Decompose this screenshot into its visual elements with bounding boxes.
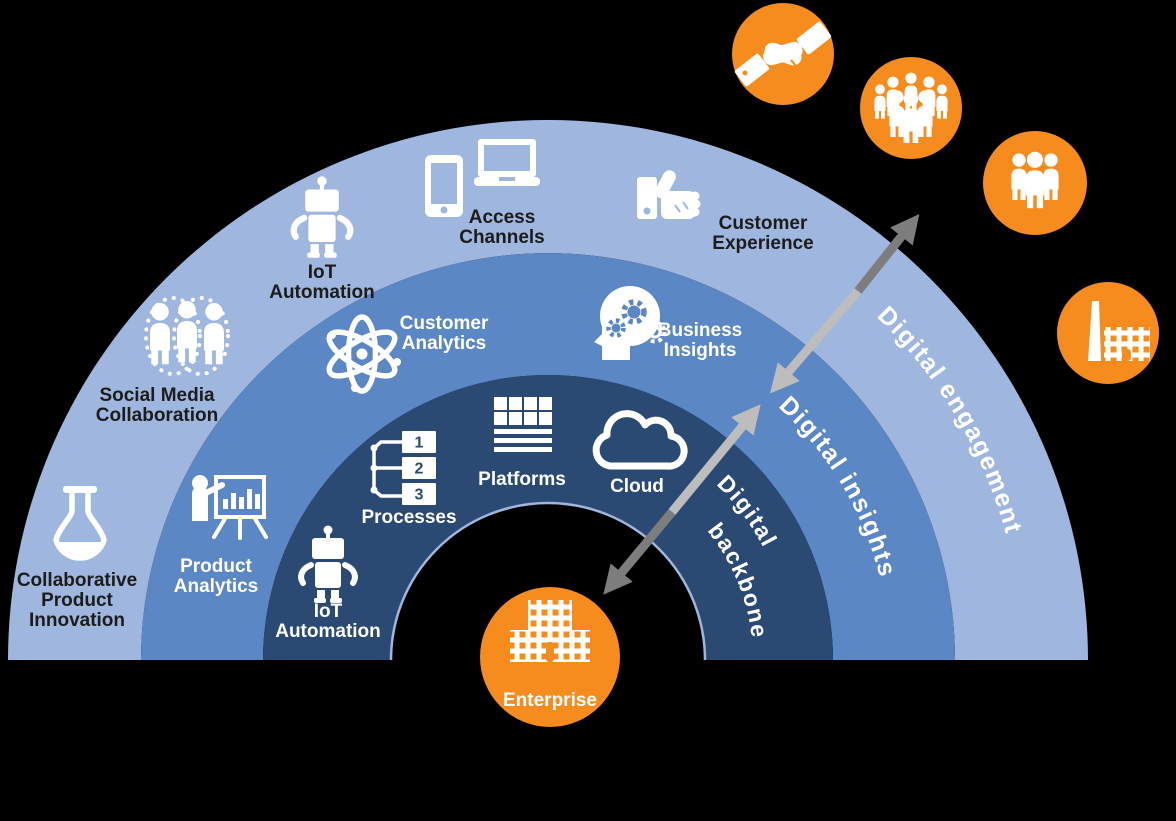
factory-icon (1088, 301, 1150, 361)
phone-laptop-icon (425, 139, 540, 217)
thumbs-up-icon (637, 170, 701, 219)
process-step-3: 3 (415, 487, 424, 504)
label-line: Innovation (28, 610, 126, 631)
label-line: IoT (313, 601, 343, 622)
label-access-channels: Access Channels (459, 208, 545, 248)
label-collaborative-product-innovation: Collaborative Product Innovation (17, 571, 137, 631)
building-icon (510, 600, 590, 662)
label-line: Processes (361, 507, 457, 528)
atom-icon (326, 314, 401, 394)
label-iot-automation-outer: IoT Automation (269, 263, 375, 303)
satellite-people-group (983, 131, 1087, 235)
label-line: Platforms (478, 469, 566, 490)
label-line: Customer (399, 313, 489, 334)
label-line: Automation (275, 621, 381, 642)
label-line: Experience (712, 233, 814, 254)
label-line: Business (657, 320, 743, 341)
bidirectional-arrow-lower (603, 404, 761, 595)
inner-hole-edge (389, 501, 707, 661)
label-line: Automation (269, 282, 375, 303)
bidirectional-arrow-upper (769, 213, 920, 394)
label-line: IoT (307, 262, 337, 283)
label-line: Customer (718, 213, 808, 234)
social-people-icon (144, 296, 230, 376)
label-cloud: Cloud (610, 477, 664, 497)
presenter-chart-icon (192, 475, 268, 540)
handshake-icon (734, 21, 832, 87)
label-platforms: Platforms (478, 470, 566, 490)
label-customer-analytics: Customer Analytics (400, 314, 489, 354)
head-gears-icon (594, 286, 667, 360)
label-processes: Processes (361, 508, 456, 528)
process-steps-icon: 1 2 3 (370, 431, 436, 505)
label-line: Collaborative (16, 570, 138, 591)
flask-icon (53, 486, 107, 561)
process-step-1: 1 (415, 435, 424, 452)
label-product-analytics: Product Analytics (174, 557, 258, 597)
label-line: Cloud (610, 476, 664, 497)
label-line: Product (41, 590, 113, 611)
label-line: Product (180, 556, 252, 577)
ring-digital-insights (141, 253, 955, 660)
satellite-crowd (860, 57, 962, 159)
label-line: Channels (459, 227, 545, 248)
label-line: Social Media (99, 385, 215, 406)
label-line: Enterprise (503, 690, 597, 711)
label-social-media-collaboration: Social Media Collaboration (96, 386, 218, 426)
ring-digital-engagement (8, 120, 1088, 660)
label-line: Analytics (173, 576, 259, 597)
cloud-icon (592, 410, 688, 470)
label-line: Collaboration (95, 405, 219, 426)
label-iot-automation-inner: IoT Automation (275, 602, 381, 642)
label-enterprise: Enterprise (503, 691, 597, 711)
platforms-grid-icon (494, 397, 552, 452)
satellite-handshake (732, 3, 834, 105)
label-customer-experience: Customer Experience (712, 214, 813, 254)
label-line: Analytics (401, 333, 487, 354)
process-step-2: 2 (415, 461, 424, 478)
label-line: Insights (663, 340, 737, 361)
satellite-factory (1057, 282, 1159, 384)
label-business-insights: Business Insights (658, 321, 742, 361)
label-line: Access (468, 207, 536, 228)
